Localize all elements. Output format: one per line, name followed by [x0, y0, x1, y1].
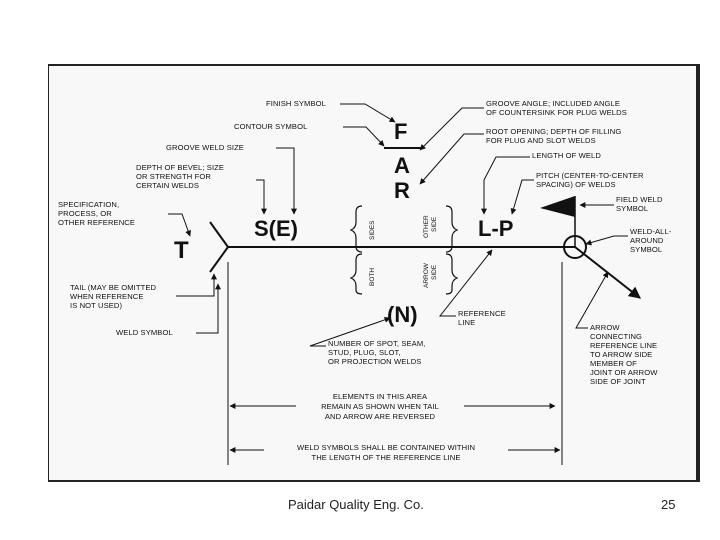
label-arrow-side-2: SIDE — [431, 264, 438, 280]
label-field-weld-1: FIELD WELD — [616, 195, 663, 204]
label-root-opening-2: FOR PLUG AND SLOT WELDS — [486, 136, 596, 145]
label-specification-3: OTHER REFERENCE — [58, 218, 135, 227]
leader-weld-all-around — [585, 235, 628, 246]
brace-upper-left — [349, 205, 363, 253]
leader-length — [481, 156, 530, 215]
label-tail-2: WHEN REFERENCE — [70, 292, 144, 301]
symbol-F: F — [394, 119, 407, 144]
label-contained-1: WELD SYMBOLS SHALL BE CONTAINED WITHIN — [297, 443, 475, 452]
label-depth-of-bevel-3: CERTAIN WELDS — [136, 181, 199, 190]
label-root-opening-1: ROOT OPENING; DEPTH OF FILLING — [486, 127, 621, 136]
footer-company: Paidar Quality Eng. Co. — [288, 497, 424, 512]
label-elements-2: REMAIN AS SHOWN WHEN TAIL — [321, 402, 439, 411]
leader-contour — [343, 126, 385, 147]
symbol-R: R — [394, 178, 410, 203]
label-tail-1: TAIL (MAY BE OMITTED — [70, 283, 157, 292]
leader-pitch — [510, 179, 534, 215]
label-arrow-connecting-1: ARROW — [590, 323, 620, 332]
label-depth-of-bevel-1: DEPTH OF BEVEL; SIZE — [136, 163, 224, 172]
label-arrow-side-1: ARROW — [423, 262, 430, 288]
label-arrow-connecting-6: JOINT OR ARROW — [590, 368, 658, 377]
brace-lower-right — [445, 253, 459, 295]
symbol-S-E: S(E) — [254, 216, 298, 241]
footer-page-number: 25 — [661, 497, 676, 512]
label-groove-angle-2: OF COUNTERSINK FOR PLUG WELDS — [486, 108, 627, 117]
dim-text-bg-contained — [264, 440, 508, 464]
leader-arrow-connecting — [575, 271, 609, 329]
label-reference-line-2: LINE — [458, 318, 475, 327]
label-groove-angle-1: GROOVE ANGLE; INCLUDED ANGLE — [486, 99, 620, 108]
label-other-side-2: SIDE — [431, 216, 438, 232]
label-specification-2: PROCESS, OR — [58, 209, 112, 218]
leader-groove-size — [276, 147, 297, 215]
label-other-side-1: OTHER — [423, 215, 430, 238]
label-contour-symbol: CONTOUR SYMBOL — [234, 122, 307, 131]
label-depth-of-bevel-2: OR STRENGTH FOR — [136, 172, 211, 181]
label-pitch-1: PITCH (CENTER-TO-CENTER — [536, 171, 644, 180]
label-field-weld-2: SYMBOL — [616, 204, 648, 213]
label-both: BOTH — [369, 268, 376, 286]
leader-reference-line — [438, 249, 493, 317]
leader-groove-angle — [419, 107, 484, 151]
label-specification-1: SPECIFICATION, — [58, 200, 119, 209]
leader-weld-symbol — [196, 283, 221, 334]
leader-finish — [340, 103, 396, 123]
label-reference-line-1: REFERENCE — [458, 309, 506, 318]
leader-root-opening — [419, 133, 484, 185]
label-arrow-connecting-4: TO ARROW SIDE — [590, 350, 652, 359]
label-number-of-spot-2: STUD, PLUG, SLOT, — [328, 348, 401, 357]
symbol-A: A — [394, 153, 410, 178]
label-pitch-2: SPACING) OF WELDS — [536, 180, 616, 189]
leader-depth-bevel — [256, 179, 267, 215]
label-tail-3: IS NOT USED) — [70, 301, 122, 310]
brace-upper-right — [445, 205, 459, 253]
symbol-T: T — [174, 237, 189, 264]
dim-text-bg-elements — [296, 389, 464, 425]
leader-specification — [168, 213, 191, 237]
label-arrow-connecting-5: MEMBER OF — [590, 359, 637, 368]
label-finish-symbol: FINISH SYMBOL — [266, 99, 326, 108]
field-weld-flag — [540, 196, 575, 217]
symbol-L-P: L-P — [478, 216, 513, 241]
label-length-of-weld: LENGTH OF WELD — [532, 151, 601, 160]
symbol-N: (N) — [387, 302, 418, 327]
label-groove-weld-size: GROOVE WELD SIZE — [166, 143, 244, 152]
label-elements-3: AND ARROW ARE REVERSED — [325, 412, 436, 421]
label-arrow-connecting-2: CONNECTING — [590, 332, 642, 341]
label-contained-2: THE LENGTH OF THE REFERENCE LINE — [311, 453, 460, 462]
label-number-of-spot-3: OR PROJECTION WELDS — [328, 357, 421, 366]
label-weld-all-around-2: AROUND — [630, 236, 664, 245]
leader-number — [309, 316, 391, 347]
label-weld-all-around-1: WELD-ALL- — [630, 227, 672, 236]
tail-lower — [209, 246, 229, 273]
label-arrow-connecting-3: REFERENCE LINE — [590, 341, 657, 350]
label-arrow-connecting-7: SIDE OF JOINT — [590, 377, 646, 386]
tail-upper — [209, 221, 229, 248]
brace-lower-left — [349, 253, 363, 295]
leader-tail — [176, 273, 217, 297]
label-weld-all-around-3: SYMBOL — [630, 245, 662, 254]
label-elements-1: ELEMENTS IN THIS AREA — [333, 392, 428, 401]
label-number-of-spot-1: NUMBER OF SPOT, SEAM, — [328, 339, 425, 348]
label-weld-symbol: WELD SYMBOL — [116, 328, 173, 337]
label-sides: SIDES — [369, 220, 376, 240]
